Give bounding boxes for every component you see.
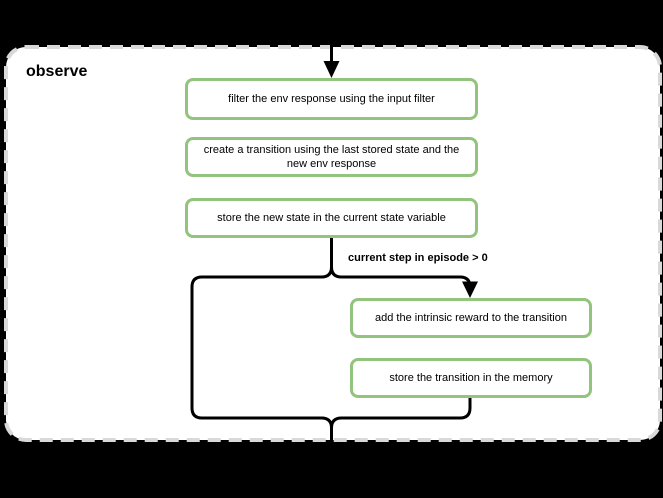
node-store-new-state: store the new state in the current state…	[185, 198, 478, 238]
node-filter-env-response: filter the env response using the input …	[185, 78, 478, 120]
node-label: filter the env response using the input …	[228, 92, 435, 105]
connector-merge-exit	[330, 398, 472, 429]
condition-label: current step in episode > 0	[348, 252, 488, 264]
node-label: store the transition in the memory	[389, 371, 553, 384]
node-create-transition: create a transition using the last store…	[185, 137, 478, 177]
node-label: store the new state in the current state…	[217, 211, 446, 224]
diagram-title: observe	[26, 63, 88, 80]
node-label: create a transition using the last store…	[203, 143, 460, 170]
connector-bypass-loop	[190, 238, 333, 471]
node-store-transition-memory: store the transition in the memory	[350, 358, 592, 398]
node-label: add the intrinsic reward to the transiti…	[375, 311, 567, 324]
arrowhead-entry-icon	[323, 61, 340, 78]
node-add-intrinsic-reward: add the intrinsic reward to the transiti…	[350, 298, 592, 338]
arrowhead-condition-branch-icon	[462, 281, 478, 298]
